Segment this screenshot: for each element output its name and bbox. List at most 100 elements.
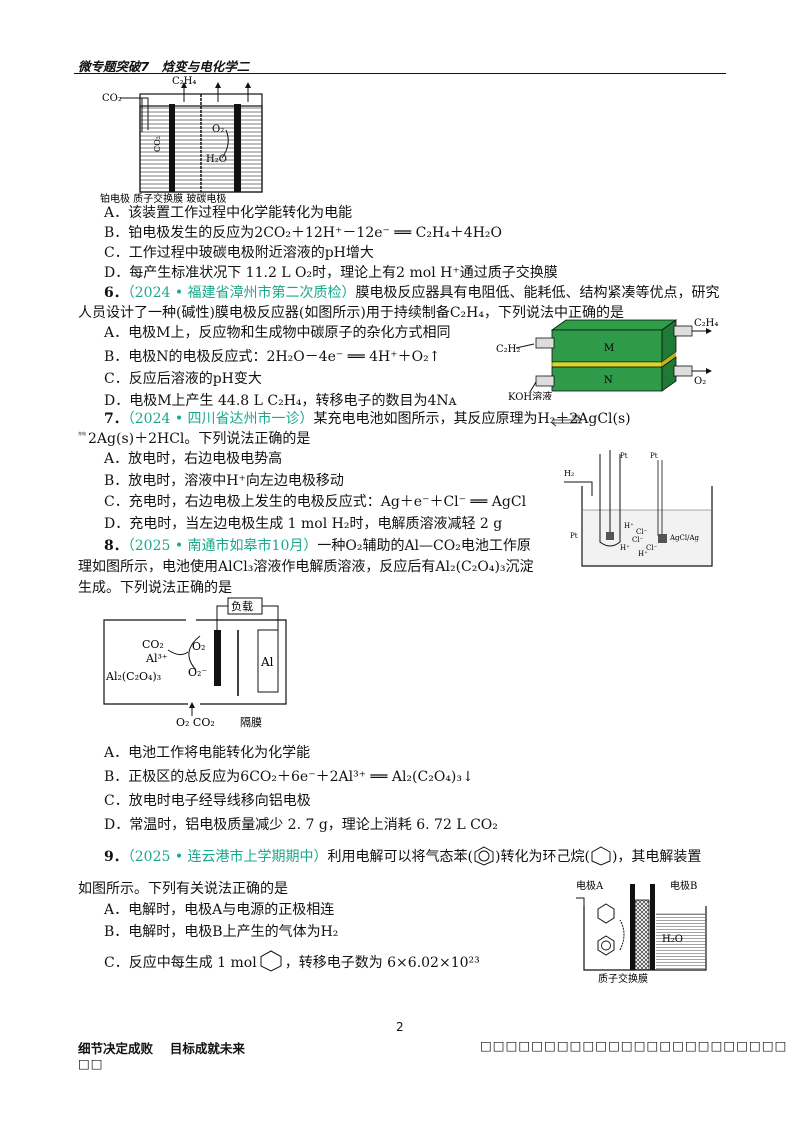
q6-o2-label: O₂ (694, 376, 706, 387)
q8-gas-label: O₂ CO₂ (176, 716, 215, 729)
q6-option-c: C．反应后溶液的pH变大 (104, 371, 262, 387)
q7-arrow-bottom: 充电 (78, 431, 86, 436)
q6-option-a: A．电极M上，反应物和生成物中碳原子的杂化方式相同 (104, 325, 451, 341)
q6-figure: M N C₂H₂ C₂H₄ KOH溶液 O₂ (496, 318, 718, 400)
q7-ion-3: Cl⁻ (632, 536, 644, 544)
q9-option-b: B．电解时，电极B上产生的气体为H₂ (104, 924, 339, 940)
q9-option-c-a: C．反应中每生成 1 mol (104, 955, 257, 971)
q9-number: 9． (104, 849, 128, 865)
q8-o2-ion-label: O₂⁻ (188, 666, 207, 679)
q8-o2-label: O₂ (192, 640, 205, 653)
q8-stem-line2: 理如图所示，电池使用AlCl₃溶液作电解质溶液，反应后有Al₂(C₂O₄)₃沉淀 (78, 559, 534, 575)
q5-option-a: A．该装置工作过程中化学能转化为电能 (104, 205, 353, 221)
q7-option-a: A．放电时，右边电极电势高 (104, 451, 283, 467)
q6-m-label: M (604, 343, 614, 354)
q6-stem-line2: 人员设计了一种(碱性)膜电极反应器(如图所示)用于持续制备C₂H₄，下列说法中正… (78, 305, 624, 321)
q6-stem1: 膜电极反应器具有电阻低、能耗低、结构紧凑等优点，研究 (355, 285, 720, 301)
q5-co2-vertical: CO₂ (153, 136, 162, 152)
q8-option-b: B．正极区的总反应为6CO₂＋6e⁻＋2Al³⁺ ══ Al₂(C₂O₄)₃↓ (104, 769, 474, 785)
q8-co2-label: CO₂ (142, 638, 164, 651)
footer-left: 细节决定成败 目标成就未来 (78, 1041, 245, 1056)
page-header: 微专题突破7 焓变与电化学二 (78, 59, 250, 74)
footer-left-2: □□ (78, 1056, 104, 1071)
q5-caption: 铂电极 质子交换膜 玻碳电极 (100, 192, 226, 205)
q7-ion-1: H⁺ (624, 522, 634, 530)
q7-stem-line1: 7．（2024 • 四川省达州市一诊）某充电电池如图所示，其反应原理为H₂＋2A… (104, 409, 631, 429)
q7-reversible-arrow: 放电 (551, 413, 583, 427)
header-rule (74, 73, 726, 74)
q5-o2-label: O₂ (212, 124, 224, 135)
q7-stem1: 某充电电池如图所示，其反应原理为H₂＋2AgCl(s) (313, 411, 631, 427)
q8-al3-label: Al³⁺ (145, 652, 168, 665)
benzene-icon (474, 846, 494, 866)
q5-co2-label: CO₂ (102, 93, 122, 104)
cyclohexane-icon (260, 950, 282, 972)
q9-option-c: C．反应中每生成 1 mol ，转移电子数为 6×6.02×10²³ (104, 950, 480, 973)
q6-koh-label: KOH溶液 (508, 390, 552, 400)
q6-option-b: B．电极N的电极反应式：2H₂O－4e⁻ ══ 4H⁺＋O₂↑ (104, 349, 441, 365)
q9-electrode-a-label: 电极A (576, 880, 604, 892)
q8-stem1: 一种O₂辅助的Al—CO₂电池工作原 (317, 538, 531, 554)
q5-h2o-label: H₂O (206, 154, 227, 165)
q8-load-label: 负载 (231, 599, 253, 613)
q6-c2h2-label: C₂H₂ (496, 344, 520, 355)
q9-electrode-b-label: 电极B (670, 880, 697, 892)
q8-stem-line1: 8．（2025 • 南通市如皋市10月）一种O₂辅助的Al—CO₂电池工作原 (104, 536, 531, 556)
q9-stem-line1: 9．（2025 • 连云港市上学期期中）利用电解可以将气态苯( )转化为环己烷()… (104, 846, 701, 867)
platinum-electrode (169, 104, 175, 192)
q8-option-d: D．常温时，铝电极质量减少 2. 7 g，理论上消耗 6. 72 L CO₂ (104, 817, 498, 833)
q8-cathode (214, 630, 221, 686)
q9-stem-a: 利用电解可以将气态苯( (327, 849, 474, 865)
footer-right: □□□□□□□□□□□□□□□□□□□□□□□□ (480, 1038, 788, 1053)
page-number: 2 (396, 1020, 404, 1034)
q8-membrane-label: 隔膜 (240, 716, 262, 729)
q5-figure: CO₂ C₂H₄ O₂ H₂O CO₂ 铂电极 质子交换膜 玻碳电极 (100, 76, 263, 205)
q7-option-b: B．放电时，溶液中H⁺向左边电极移动 (104, 473, 344, 489)
q7-number: 7． (104, 411, 128, 427)
q5-option-c: C．工作过程中玻碳电极附近溶液的pH增大 (104, 245, 374, 261)
q9-caption: 质子交换膜 (598, 972, 648, 984)
q9-option-a: A．电解时，电极A与电源的正极相连 (104, 902, 335, 918)
q9-option-c-b: ，转移电子数为 6×6.02×10²³ (284, 955, 480, 971)
q7-option-d: D．充电时，当左边电极生成 1 mol H₂时，电解质溶液减轻 2 g (104, 516, 503, 532)
q9-stem-b: )转化为环己烷( (495, 849, 590, 865)
q7-pt-right: Pt (650, 452, 658, 460)
q5-option-d: D．每产生标准状况下 11.2 L O₂时，理论上有2 mol H⁺通过质子交换… (104, 265, 558, 281)
q8-product-label: Al₂(C₂O₄)₃ (105, 670, 161, 683)
q8-figure: 负载 Al CO₂ Al³⁺ O₂ O₂⁻ Al₂(C₂O₄)₃ O₂ CO₂ … (103, 597, 287, 729)
q7-ion-4: H⁺ (620, 544, 630, 552)
q7-stem-line2: 2Ag(s)＋2HCl。下列说法正确的是 (88, 431, 311, 447)
q9-stem-c: )，其电解装置 (611, 849, 702, 865)
q6-option-d: D．电极M上产生 44.8 L C₂H₄，转移电子的数目为4Nᴀ (104, 393, 457, 409)
q7-pt-top: Pt (620, 452, 628, 460)
q8-number: 8． (104, 538, 128, 554)
q7-ion-2: Cl⁻ (636, 528, 648, 536)
q7-ion-5: H⁺ (638, 550, 648, 558)
q5-option-b: B．铂电极发生的反应为2CO₂＋12H⁺－12e⁻ ══ C₂H₄＋4H₂O (104, 225, 503, 241)
q9-source: （2025 • 连云港市上学期期中） (127, 849, 328, 865)
q7-agcl-label: AgCl/Ag (669, 534, 700, 542)
q7-h2-label: H₂ (564, 469, 574, 478)
q6-stem-line1: 6．（2024 • 福建省漳州市第二次质检）膜电极反应器具有电阻低、能耗低、结构… (104, 283, 720, 303)
q6-source: （2024 • 福建省漳州市第二次质检） (127, 285, 356, 301)
q7-arrow-top: 放电 (572, 413, 580, 419)
q8-option-c: C．放电时电子经导线移向铝电极 (104, 793, 311, 809)
q9-figure: 电极A 电极B H₂O 质子交换膜 (576, 880, 707, 984)
q8-source: （2025 • 南通市如皋市10月） (127, 538, 318, 554)
q7-source: （2024 • 四川省达州市一诊） (127, 411, 314, 427)
q8-al-label: Al (260, 655, 274, 669)
q6-n-label: N (604, 375, 613, 386)
q6-c2h4-label: C₂H₄ (694, 318, 718, 329)
q7-ion-6: Cl⁻ (646, 544, 658, 552)
q7-pt-left: Pt (570, 532, 578, 540)
q7-figure: H₂ Pt Pt Pt AgCl/Ag H⁺ Cl⁻ Cl⁻ H⁺ H⁺ Cl⁻ (564, 450, 713, 567)
q9-h2o-label: H₂O (662, 934, 683, 945)
glassy-carbon-electrode (234, 104, 241, 192)
cyclohexane-icon (591, 846, 611, 866)
q8-option-a: A．电池工作将电能转化为化学能 (104, 745, 311, 761)
q6-number: 6． (104, 285, 128, 301)
q8-stem-line3: 生成。下列说法正确的是 (78, 580, 232, 596)
q5-c2h4-label: C₂H₄ (172, 76, 196, 87)
q7-option-c: C．充电时，右边电极上发生的电极反应式：Ag＋e⁻＋Cl⁻ ══ AgCl (104, 494, 527, 510)
q9-stem-line2: 如图所示。下列有关说法正确的是 (78, 881, 288, 897)
